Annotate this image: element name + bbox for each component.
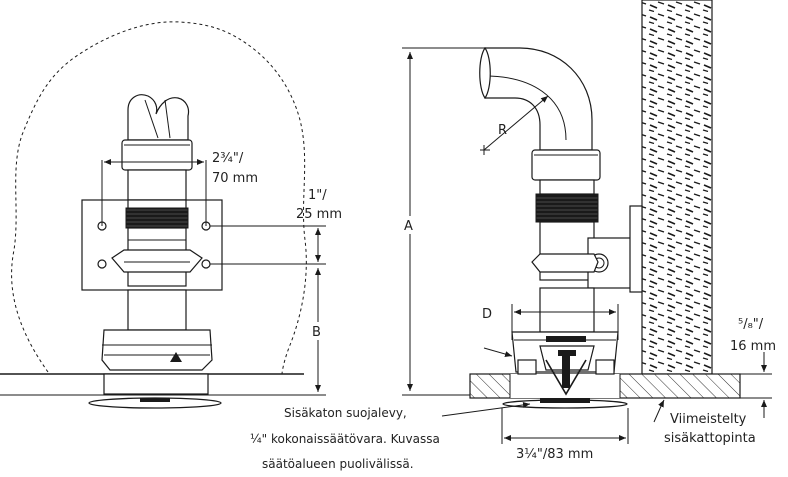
right-view: R A D xyxy=(250,0,776,471)
dim-d-text: D xyxy=(482,307,492,322)
mounting-hole xyxy=(97,259,107,269)
dim-b-text: B xyxy=(312,325,321,340)
dim-r-text: R xyxy=(498,123,507,138)
ceiling-label-2: sisäkattopinta xyxy=(664,431,756,446)
sprinkler-frame xyxy=(545,359,587,396)
escutcheon-left xyxy=(101,329,213,371)
dim-width-text-1: 2¾"/ xyxy=(212,151,244,166)
dim-r-line xyxy=(483,95,549,151)
dim-recess-text-2: 16 mm xyxy=(730,339,776,354)
plate-label-1: Sisäkaton suojalevy, xyxy=(284,406,407,420)
dim-spacing-text-1: 1"/ xyxy=(308,188,327,203)
pipe-broken-end xyxy=(127,94,190,141)
mounting-hole xyxy=(201,259,211,269)
plate-label-3: säätöalueen puolivälissä. xyxy=(262,457,414,471)
dim-a-text: A xyxy=(404,219,413,234)
dim-width-text-2: 70 mm xyxy=(212,171,258,186)
left-view: 2¾"/ 70 mm 1"/ 25 mm B xyxy=(0,21,342,409)
knurled-nut-right xyxy=(535,193,599,223)
ceiling-label-1: Viimeistelty xyxy=(670,412,747,427)
dim-spacing-text-2: 25 mm xyxy=(296,207,342,222)
ceiling-leader xyxy=(653,399,665,423)
knurled-nut xyxy=(125,207,189,229)
dim-recess-text-1: ⁵/₈"/ xyxy=(738,317,764,332)
plate-label-2: ¼" kokonaissäätövara. Kuvassa xyxy=(250,432,440,446)
warning-triangle-icon xyxy=(170,352,182,362)
masonry-wall xyxy=(641,0,713,375)
dim-plate-width-text: 3¼"/83 mm xyxy=(516,447,593,462)
elbow-pipe xyxy=(484,47,593,151)
plate-leader xyxy=(441,401,531,417)
